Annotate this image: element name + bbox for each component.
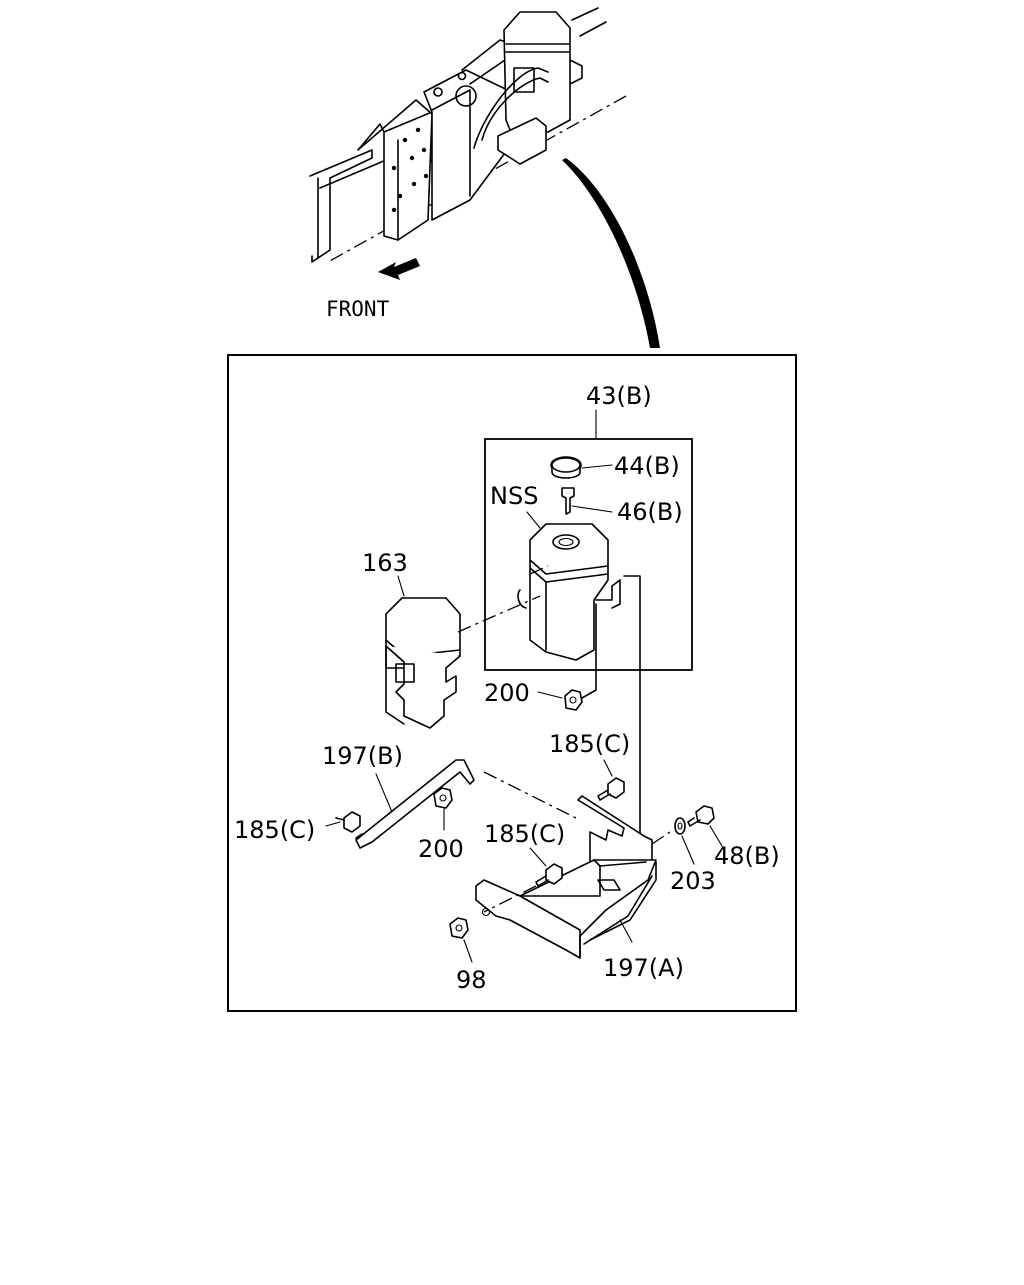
stay-197b xyxy=(355,759,577,849)
label-197a: 197(A) xyxy=(603,954,684,982)
bracket-197a xyxy=(475,795,657,959)
bolt-185c-left xyxy=(325,811,361,833)
kit-box-43b xyxy=(484,438,693,671)
nut-200-mid xyxy=(433,787,453,831)
front-label: FRONT xyxy=(326,297,390,321)
washer-203 xyxy=(674,817,695,865)
cover-163 xyxy=(385,575,461,729)
bolt-185c-bottom xyxy=(529,847,563,887)
frame-overview: FRONT xyxy=(309,7,627,321)
label-185c-left: 185(C) xyxy=(234,816,315,844)
bolt-48b xyxy=(687,805,723,847)
label-48b: 48(B) xyxy=(714,842,780,870)
nut-98 xyxy=(449,917,473,963)
label-185c-right: 185(C) xyxy=(549,730,630,758)
label-43b: 43(B) xyxy=(586,382,652,410)
label-200-mid: 200 xyxy=(418,835,464,863)
label-203: 203 xyxy=(670,867,716,895)
bolt-185c-right xyxy=(597,759,625,801)
front-arrow-icon xyxy=(378,258,420,280)
label-46b: 46(B) xyxy=(617,498,683,526)
label-185c-bottom: 185(C) xyxy=(484,820,565,848)
reservoir-tank-nss xyxy=(517,511,621,661)
cap-44b xyxy=(550,456,613,479)
label-163: 163 xyxy=(362,549,408,577)
label-98: 98 xyxy=(456,966,487,994)
detail-frame xyxy=(227,354,797,1012)
nut-200-top xyxy=(537,689,583,711)
valve-46b xyxy=(561,487,613,515)
detail-callout-swoosh xyxy=(562,158,660,348)
label-197b: 197(B) xyxy=(322,742,403,770)
label-200-top: 200 xyxy=(484,679,530,707)
label-44b: 44(B) xyxy=(614,452,680,480)
label-nss: NSS xyxy=(490,482,538,510)
part-labels: 43(B) 44(B) 46(B) NSS 163 200 185(C) 197… xyxy=(234,382,780,994)
